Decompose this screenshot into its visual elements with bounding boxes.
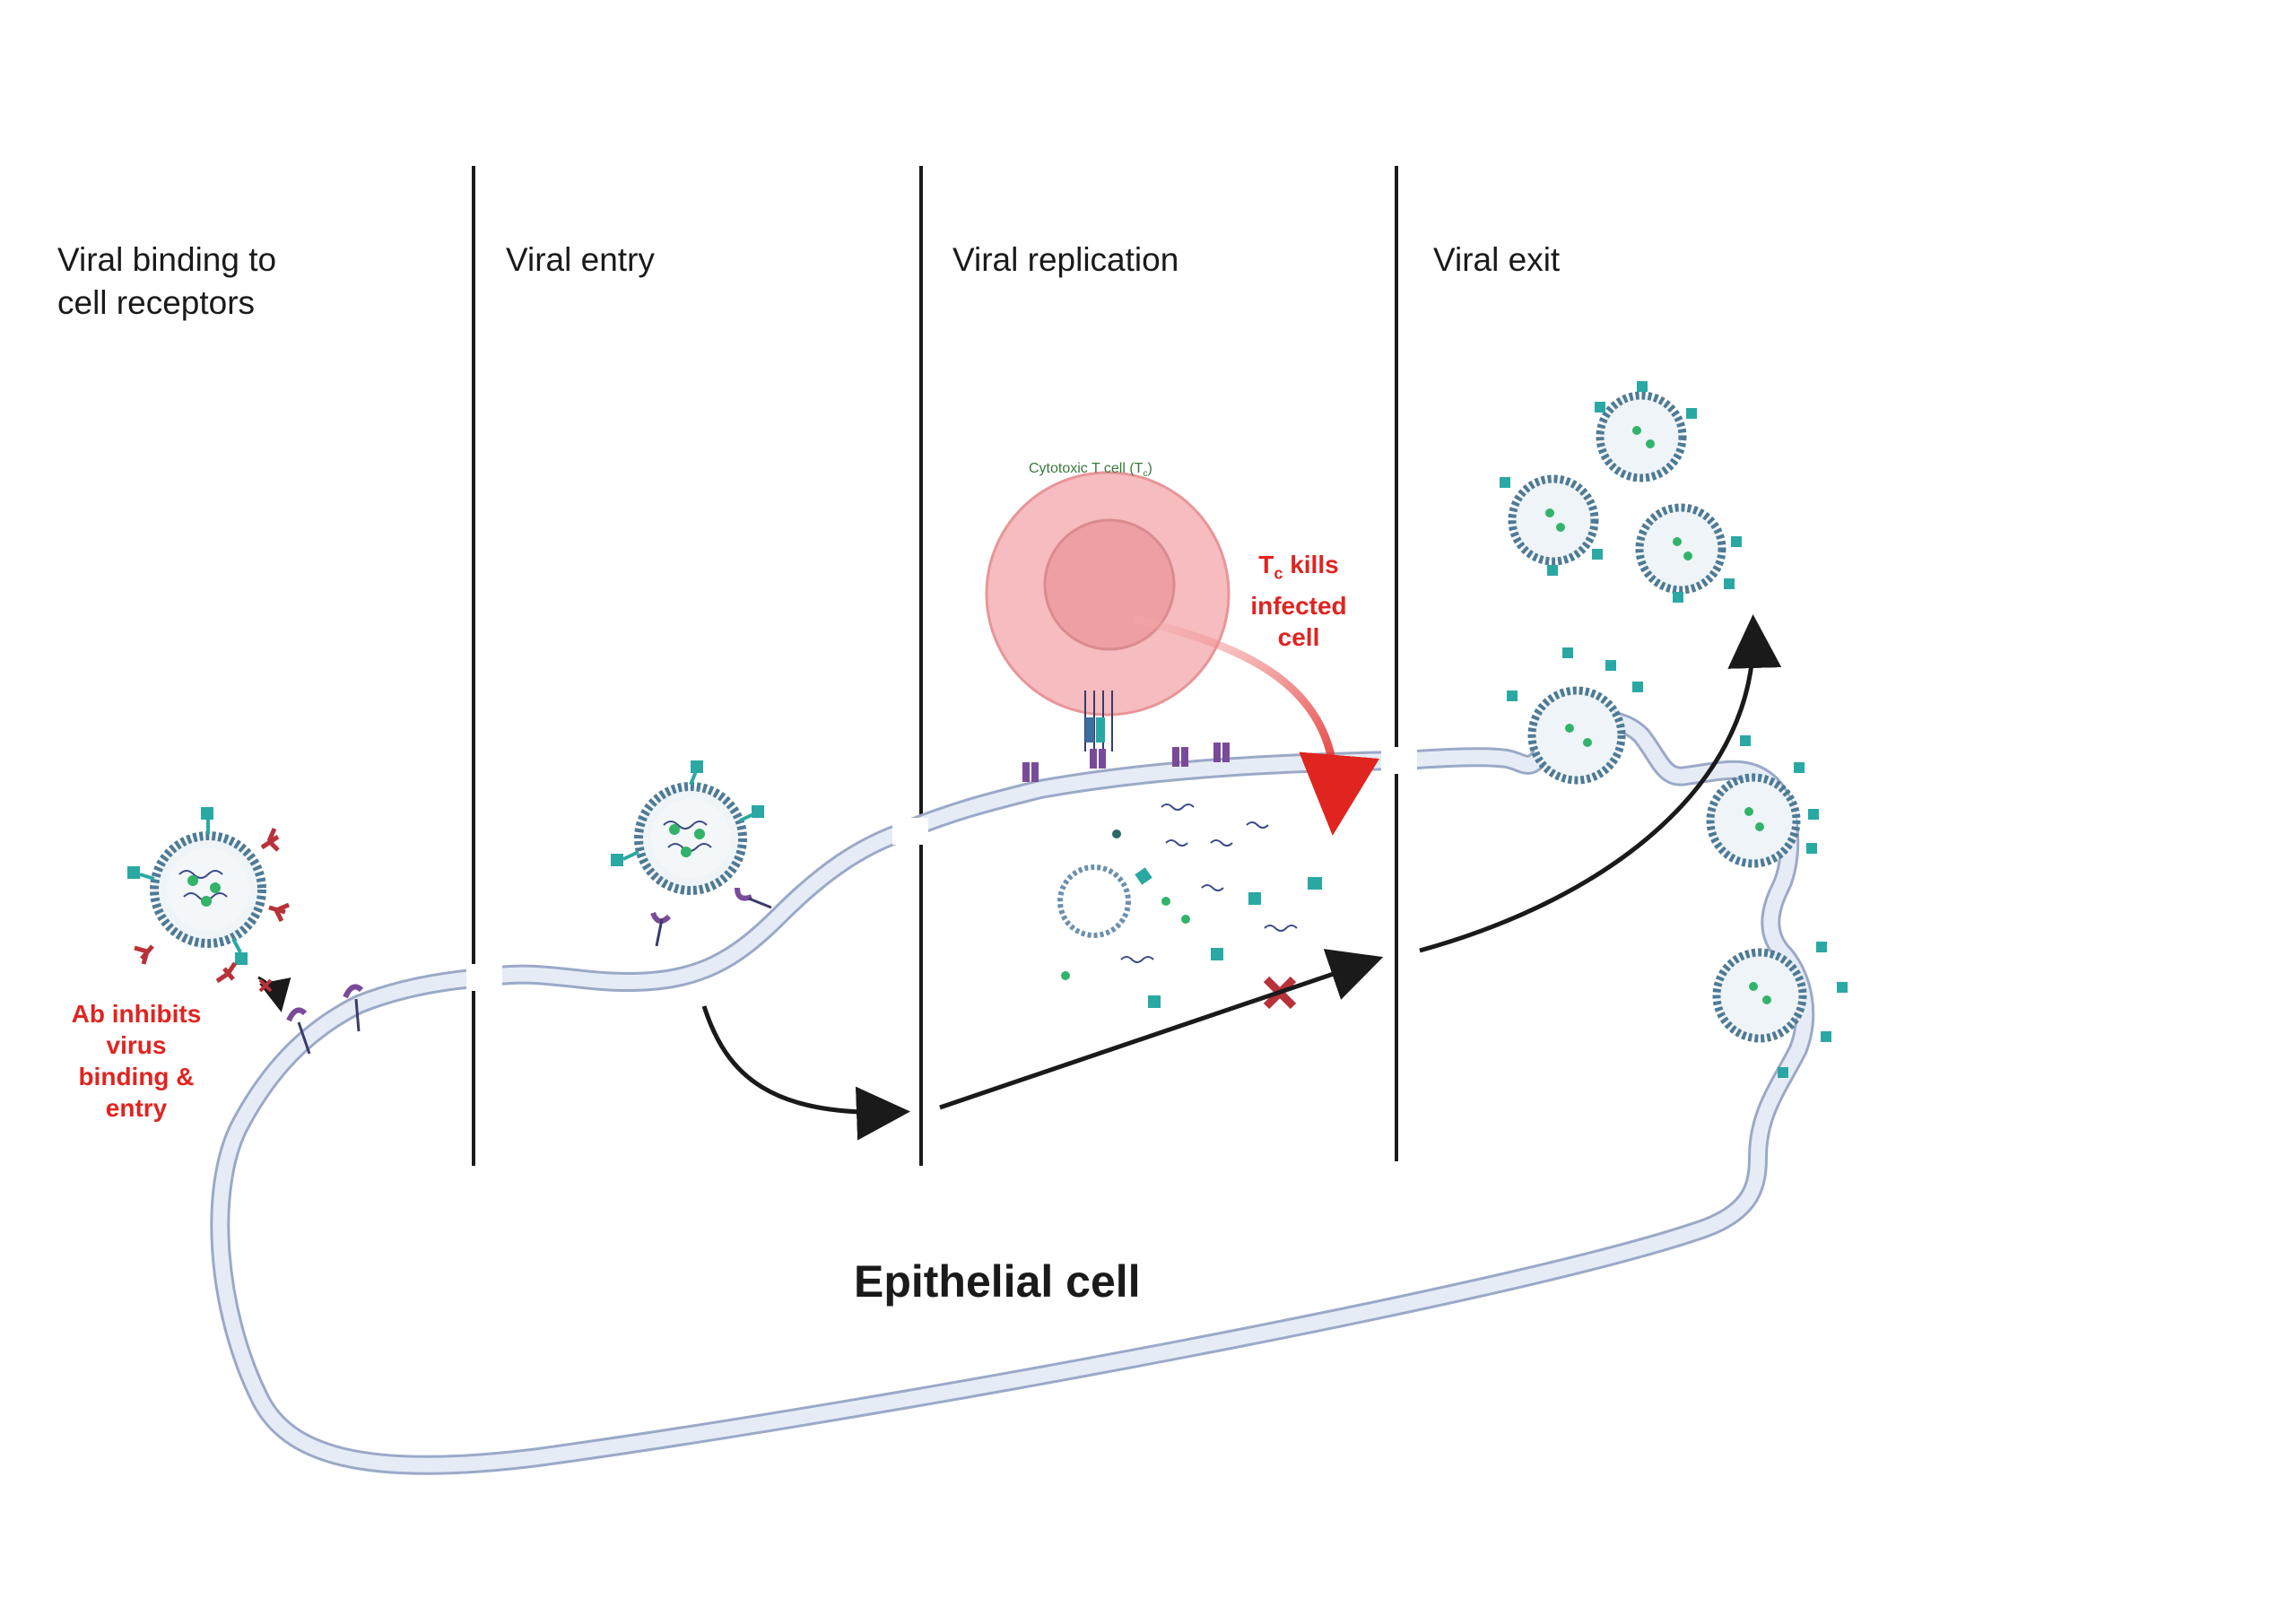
ab-inhibits-label: Ab inhibits virus binding & entry [56, 998, 217, 1124]
tc-kills-label: Tc kills infected cell [1227, 549, 1370, 653]
stage-title-binding-line1: Viral binding to [57, 241, 277, 278]
tc-kill-arrow [1133, 614, 1379, 836]
epithelial-cell-membrane [210, 709, 1815, 1475]
ab-inhibits-line-3: binding & [78, 1063, 195, 1090]
stage-title-replication: Viral replication [952, 241, 1179, 278]
tc-kills-line-2: infected [1250, 591, 1347, 620]
arrow-exit-release [1419, 614, 1782, 953]
ab-inhibits-line-2: virus [106, 1031, 167, 1059]
virus-with-antibodies [127, 807, 364, 1055]
mhc-receptors [1022, 743, 1230, 782]
cytotoxic-t-cell [985, 471, 1231, 751]
tcell-caption: Cytotoxic T cell (Tc) [1029, 461, 1152, 480]
ab-inhibits-line-4: entry [105, 1094, 168, 1122]
ab-inhibits-line-1: Ab inhibits [71, 1000, 202, 1028]
arrow-replication-to-exit [939, 949, 1384, 1110]
tc-kills-line-1: Tc kills [1258, 551, 1339, 583]
stage-title-exit: Viral exit [1433, 241, 1561, 278]
stage-title-binding-line2: cell receptors [57, 284, 256, 321]
arrow-entry-to-replication [701, 1005, 910, 1141]
replication-contents [1057, 804, 1322, 1010]
virus-entering-cell [611, 760, 772, 947]
epithelial-cell-label: Epithelial cell [854, 1256, 1141, 1307]
stage-title-entry: Viral entry [506, 241, 655, 278]
stage-title-binding: Viral binding to cell receptors [57, 239, 276, 325]
budding-viruses [1500, 381, 1848, 1078]
tc-kills-line-3: cell [1277, 622, 1320, 651]
